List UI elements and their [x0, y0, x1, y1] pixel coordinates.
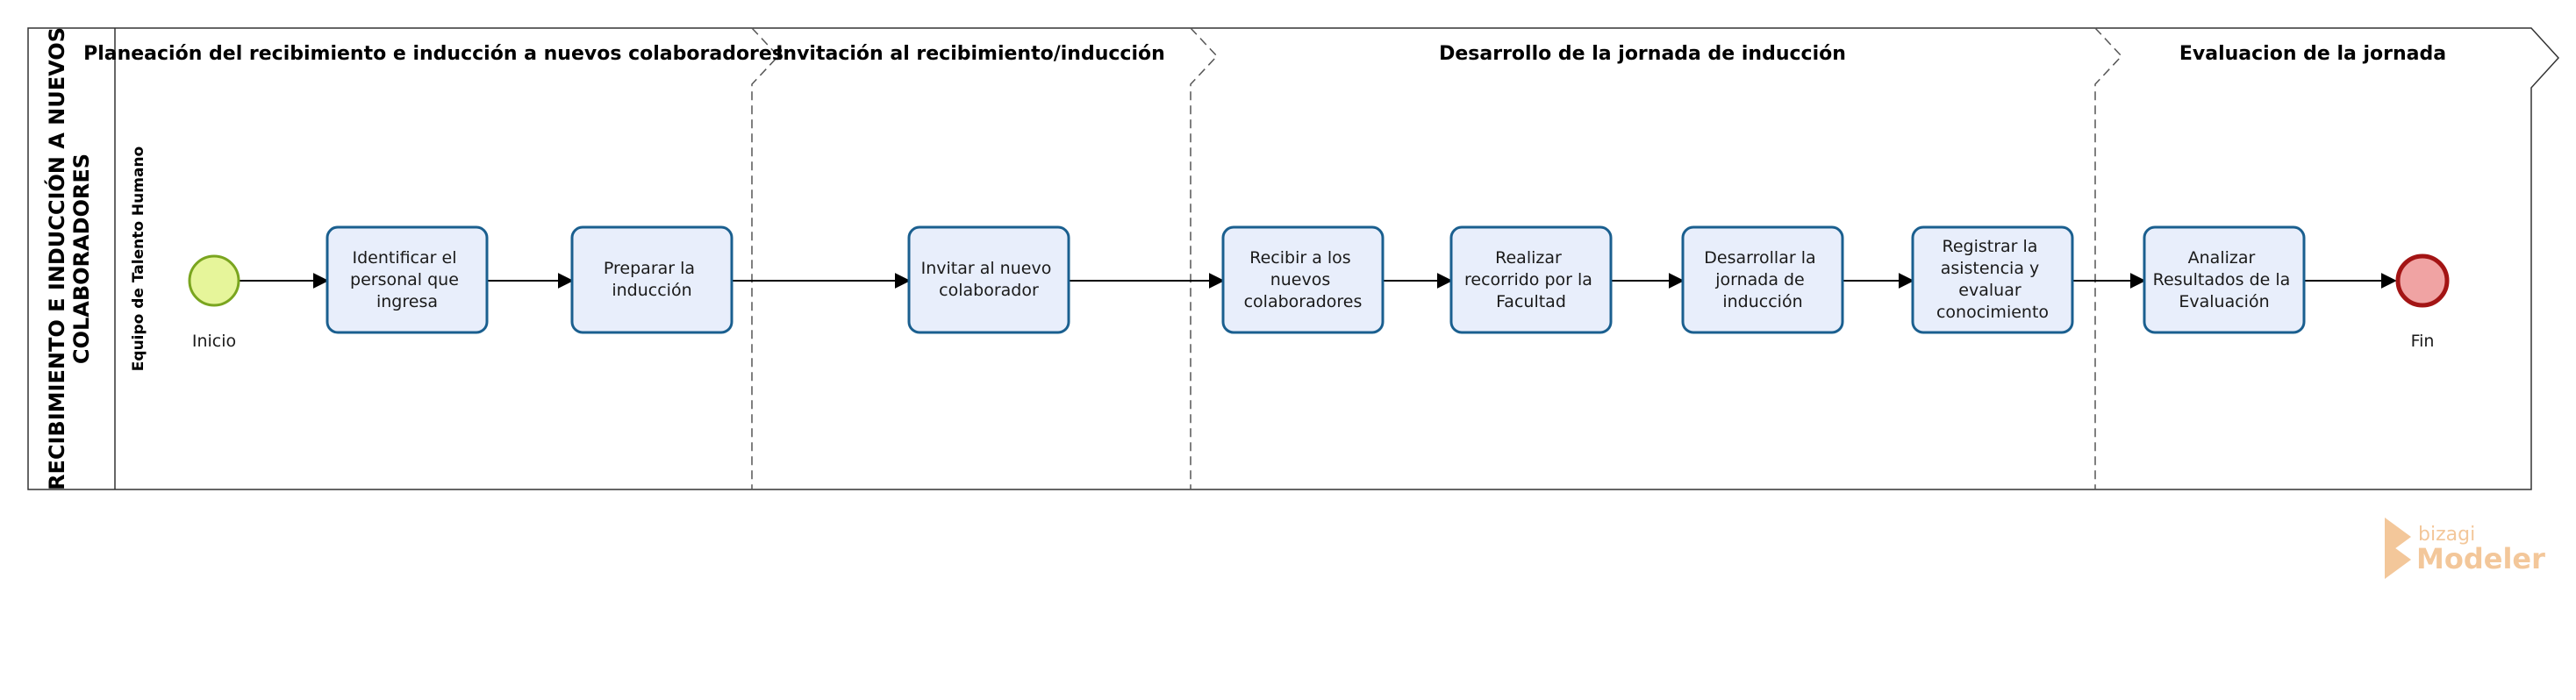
task-label-line: Resultados de la [2153, 270, 2291, 289]
task-label-line: colaboradores [1244, 292, 1363, 311]
task-label-line: Facultad [1496, 292, 1566, 311]
end-event-label: Fin [2411, 332, 2435, 351]
task-invitar[interactable]: Invitar al nuevo colaborador [907, 225, 1070, 334]
task-label: Invitar al nuevo colaborador [921, 259, 1057, 300]
task-box[interactable] [907, 225, 1070, 334]
task-box[interactable] [570, 225, 733, 334]
task-label-line: jornada de [1714, 270, 1805, 289]
phase-title-evaluacion: Evaluacion de la jornada [2179, 43, 2446, 65]
task-label-line: Preparar la [604, 259, 695, 278]
task-label-line: Invitar al nuevo [921, 259, 1052, 278]
start-event-circle[interactable] [188, 254, 240, 307]
task-label: Registrar la asistencia y evaluar conoci… [1936, 237, 2049, 322]
task-label: Analizar Resultados de la Evaluación [2153, 248, 2296, 311]
task-analizar[interactable]: Analizar Resultados de la Evaluación [2143, 225, 2306, 334]
watermark-brand-big: Modeler [2416, 542, 2545, 575]
end-event-circle[interactable] [2395, 254, 2450, 308]
task-label-line: Analizar [2188, 248, 2256, 268]
task-label: Recibir a los nuevos colaboradores [1244, 248, 1363, 311]
task-label: Realizar recorrido por la Facultad [1464, 248, 1598, 311]
task-label-line: Recibir a los [1249, 248, 1350, 268]
task-box[interactable] [1449, 225, 1613, 334]
start-event[interactable]: Inicio [188, 254, 240, 351]
task-label-line: colaborador [939, 281, 1039, 300]
bizagi-logo-icon [2385, 518, 2411, 579]
task-label-line: Evaluación [2179, 292, 2269, 311]
task-label-line: nuevos [1270, 270, 1331, 289]
pool-title-line2: COLABORADORES [69, 154, 94, 364]
task-box[interactable] [2143, 225, 2306, 334]
phase-title-planeacion: Planeación del recibimiento e inducción … [83, 43, 784, 65]
task-label: Desarrollar la jornada de inducción [1704, 248, 1821, 311]
pool-title: RECIBIMIENTO E INDUCCIÓN A NUEVOS COLABO… [43, 27, 94, 490]
task-label-line: conocimiento [1936, 303, 2049, 322]
task-box[interactable] [326, 225, 489, 334]
lane-title: Equipo de Talento Humano [130, 146, 147, 371]
task-label-line: Realizar [1495, 248, 1562, 268]
end-event[interactable]: Fin [2395, 254, 2450, 351]
task-label-line: asistencia y [1941, 259, 2040, 278]
task-label-line: inducción [612, 281, 691, 300]
watermark-brand-small: bizagi [2418, 524, 2475, 546]
task-desarrollar[interactable]: Desarrollar la jornada de inducción [1681, 225, 1844, 334]
phase-title-desarrollo: Desarrollo de la jornada de inducción [1439, 43, 1846, 65]
task-recibir[interactable]: Recibir a los nuevos colaboradores [1221, 225, 1385, 334]
task-preparar[interactable]: Preparar la inducción [570, 225, 733, 334]
task-realizar[interactable]: Realizar recorrido por la Facultad [1449, 225, 1613, 334]
phase-separator-3 [2094, 27, 2123, 489]
task-label-line: evaluar [1958, 281, 2021, 300]
task-box[interactable] [1221, 225, 1385, 334]
task-label-line: Registrar la [1943, 237, 2038, 256]
phase-separator-1 [751, 27, 780, 489]
task-label-line: Desarrollar la [1704, 248, 1815, 268]
task-label: Identificar el personal que ingresa [350, 248, 464, 311]
task-box[interactable] [1681, 225, 1844, 334]
task-label-line: recorrido por la [1464, 270, 1592, 289]
task-label-line: inducción [1722, 292, 1802, 311]
task-box[interactable] [1911, 225, 2074, 334]
pool-title-line1: RECIBIMIENTO E INDUCCIÓN A NUEVOS [43, 27, 69, 490]
task-label-line: ingresa [376, 292, 438, 311]
phase-title-invitacion: Invitación al recibimiento/inducción [776, 43, 1165, 65]
task-identificar[interactable]: Identificar el personal que ingresa [326, 225, 489, 334]
task-label: Preparar la inducción [604, 259, 700, 300]
start-event-label: Inicio [192, 332, 236, 351]
phase-separator-2 [1190, 27, 1219, 489]
task-label-line: Identificar el [352, 248, 456, 268]
task-registrar[interactable]: Registrar la asistencia y evaluar conoci… [1911, 225, 2074, 334]
bizagi-watermark: bizagi Modeler [2385, 518, 2545, 579]
task-label-line: personal que [350, 270, 459, 289]
